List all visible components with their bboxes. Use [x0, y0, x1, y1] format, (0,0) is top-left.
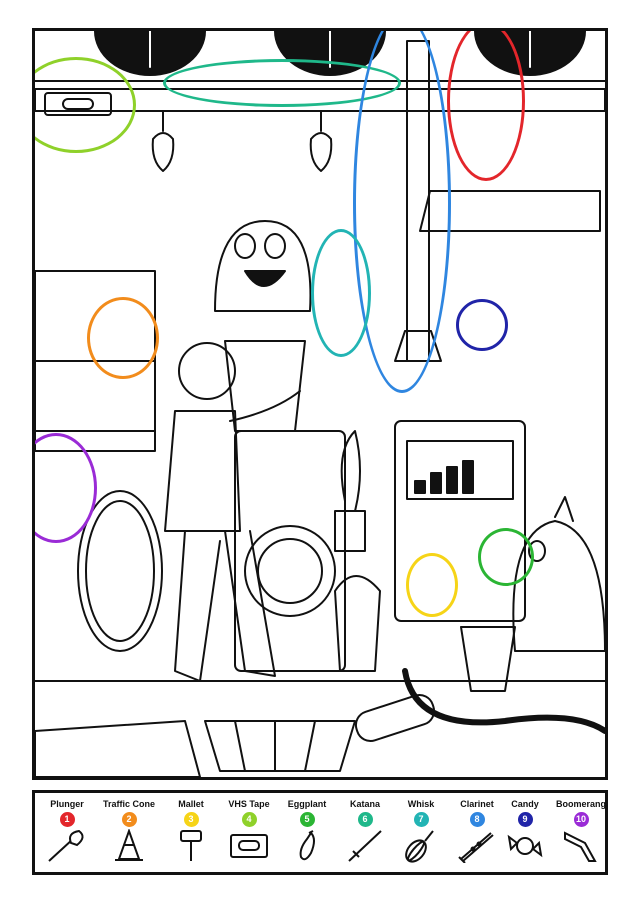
potted-plant [340, 430, 361, 512]
found-circle-whisk[interactable] [311, 229, 371, 357]
item-label: Mallet [178, 799, 204, 809]
item-number-badge: 3 [183, 812, 199, 827]
item-label: Candy [511, 799, 539, 809]
item-label: VHS Tape [228, 799, 270, 809]
item-number-badge: 8 [469, 812, 485, 827]
laundry-basket [204, 720, 356, 772]
item-number-badge: 5 [299, 812, 315, 827]
found-circle-eggplant[interactable] [478, 528, 534, 586]
floor-rug [35, 720, 201, 777]
found-circle-clarinet[interactable] [353, 31, 451, 393]
item-label: Whisk [407, 799, 435, 809]
items-to-find-legend: Plunger 1 Traffic Cone 2 Mallet 3 VHS Ta… [32, 790, 608, 875]
control-machine [394, 420, 526, 622]
whisk-icon [405, 830, 434, 863]
light-bulbs [151, 110, 333, 172]
vhs-tape-icon [230, 834, 268, 858]
trash-can [224, 340, 306, 432]
item-label: Plunger [50, 799, 84, 809]
item-label: Traffic Cone [102, 799, 155, 809]
eggplant-icon [299, 830, 315, 861]
item-number-badge: 6 [357, 812, 373, 827]
round-mirror [77, 490, 163, 652]
legend-item-traffic-cone[interactable]: Traffic Cone 2 [99, 799, 159, 863]
legend-item-katana[interactable]: Katana 6 [335, 799, 395, 863]
legend-item-eggplant[interactable]: Eggplant 5 [277, 799, 337, 863]
paper-roll [354, 694, 436, 742]
hidden-object-scene [32, 28, 608, 780]
mesh-bin [460, 626, 516, 692]
small-robot [334, 575, 381, 672]
vacuum-hose [402, 668, 605, 734]
item-number-badge: 9 [517, 812, 533, 827]
item-label: Eggplant [287, 799, 327, 809]
found-circle-traffic-cone[interactable] [87, 297, 159, 379]
washing-machine [234, 430, 346, 672]
item-label: Boomerang [555, 799, 606, 809]
katana-icon [348, 830, 382, 862]
item-number-badge: 10 [573, 812, 589, 827]
candy-icon [507, 834, 543, 858]
item-number-badge: 2 [121, 812, 137, 827]
item-label: Katana [349, 799, 380, 809]
item-number-badge: 4 [241, 812, 257, 827]
clarinet-icon [458, 832, 494, 863]
legend-item-candy[interactable]: Candy 9 [495, 799, 555, 863]
boomerang-icon [564, 831, 597, 862]
item-label: Clarinet [460, 799, 494, 809]
item-number-badge: 7 [413, 812, 429, 827]
legend-item-clarinet[interactable]: Clarinet 8 [447, 799, 507, 863]
legend-item-whisk[interactable]: Whisk 7 [391, 799, 451, 863]
mallet-icon [180, 830, 202, 861]
item-number-badge: 1 [59, 812, 75, 827]
found-circle-candy[interactable] [456, 299, 508, 351]
legend-item-plunger[interactable]: Plunger 1 [37, 799, 97, 863]
found-circle-vhs-tape[interactable] [35, 57, 136, 153]
person-character [164, 342, 301, 682]
plunger-icon [48, 829, 84, 862]
traffic-cone-icon [115, 829, 143, 861]
found-circle-mallet[interactable] [406, 553, 458, 617]
hairy-monster [214, 220, 312, 312]
legend-item-mallet[interactable]: Mallet 3 [161, 799, 221, 863]
legend-item-vhs-tape[interactable]: VHS Tape 4 [219, 799, 279, 863]
legend-item-boomerang[interactable]: Boomerang 10 [551, 799, 611, 863]
found-circle-plunger[interactable] [447, 31, 525, 181]
laundry-room-illustration [35, 31, 605, 777]
